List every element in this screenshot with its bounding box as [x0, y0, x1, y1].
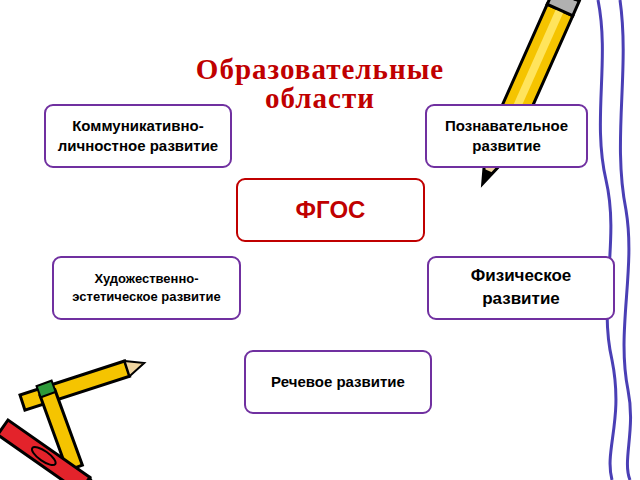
area-box: Речевое развитие [244, 350, 432, 414]
area-label: Речевое развитие [271, 372, 405, 392]
area-box: Физическое развитие [427, 256, 615, 320]
area-label: Коммуникативно-личностное развитие [54, 116, 222, 157]
area-label: Физическое развитие [437, 265, 605, 311]
area-label: Познавательное развитие [435, 116, 578, 157]
area-box: Познавательное развитие [425, 104, 588, 168]
crayons [0, 355, 147, 480]
area-label: ФГОС [296, 194, 366, 226]
area-box: Художественно-эстетическое развитие [52, 256, 241, 320]
wavy-lines [598, 0, 631, 480]
area-box: Коммуникативно-личностное развитие [44, 104, 232, 168]
area-label: Художественно-эстетическое развитие [62, 270, 231, 305]
center-box: ФГОС [236, 178, 425, 242]
